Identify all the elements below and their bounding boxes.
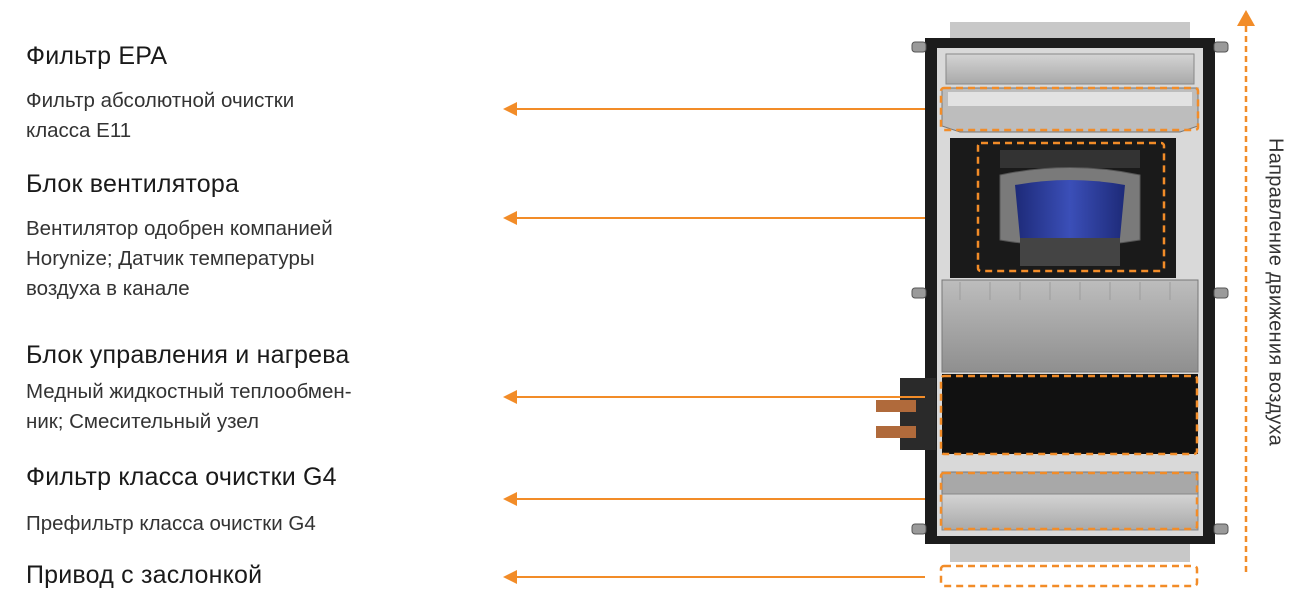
- g4-filter: [941, 471, 1199, 495]
- airflow-arrow-head: [1237, 10, 1255, 26]
- arrow-fan: [503, 211, 517, 225]
- highlight-g4: [939, 471, 1199, 531]
- fan-impeller: [1015, 180, 1125, 244]
- highlight-fan: [976, 141, 1166, 273]
- top-duct: [950, 22, 1190, 40]
- mounting-brackets: [911, 41, 1229, 535]
- component-title-g4: Фильтр класса очистки G4: [26, 463, 337, 491]
- arrow-heater: [503, 390, 517, 404]
- arrow-g4: [503, 492, 517, 506]
- mixing-node: [900, 378, 936, 450]
- highlight-epa: [939, 86, 1200, 132]
- heater-block: [941, 279, 1199, 373]
- airflow-direction-label: Направление движения воздуха: [1264, 137, 1287, 447]
- component-desc-epa: Фильтр абсолютной очистки класса E11: [26, 89, 295, 142]
- component-title-heater: Блок управления и нагрева: [26, 341, 350, 369]
- arrow-epa: [503, 102, 517, 116]
- highlight-heater: [939, 374, 1199, 456]
- highlight-damper: [939, 564, 1199, 588]
- airflow-direction-label-box: Направление движения воздуха: [1255, 82, 1295, 502]
- component-desc-heater: Медный жидкостный теплообмен- ник; Смеси…: [26, 380, 352, 433]
- copper-pipe: [876, 400, 916, 412]
- component-title-fan: Блок вентилятора: [26, 170, 240, 198]
- copper-pipe: [876, 426, 916, 438]
- component-title-epa: Фильтр ЕРА: [26, 42, 168, 70]
- top-channel: [945, 53, 1195, 85]
- arrow-damper: [503, 570, 517, 584]
- heat-exchanger: [942, 374, 1198, 454]
- damper: [941, 493, 1199, 531]
- component-desc-fan: Вентилятор одобрен компанией Horynize; Д…: [26, 217, 333, 300]
- component-title-damper: Привод с заслонкой: [26, 561, 263, 589]
- bottom-duct: [950, 542, 1190, 562]
- component-desc-g4: Префильтр класса очистки G4: [26, 512, 316, 535]
